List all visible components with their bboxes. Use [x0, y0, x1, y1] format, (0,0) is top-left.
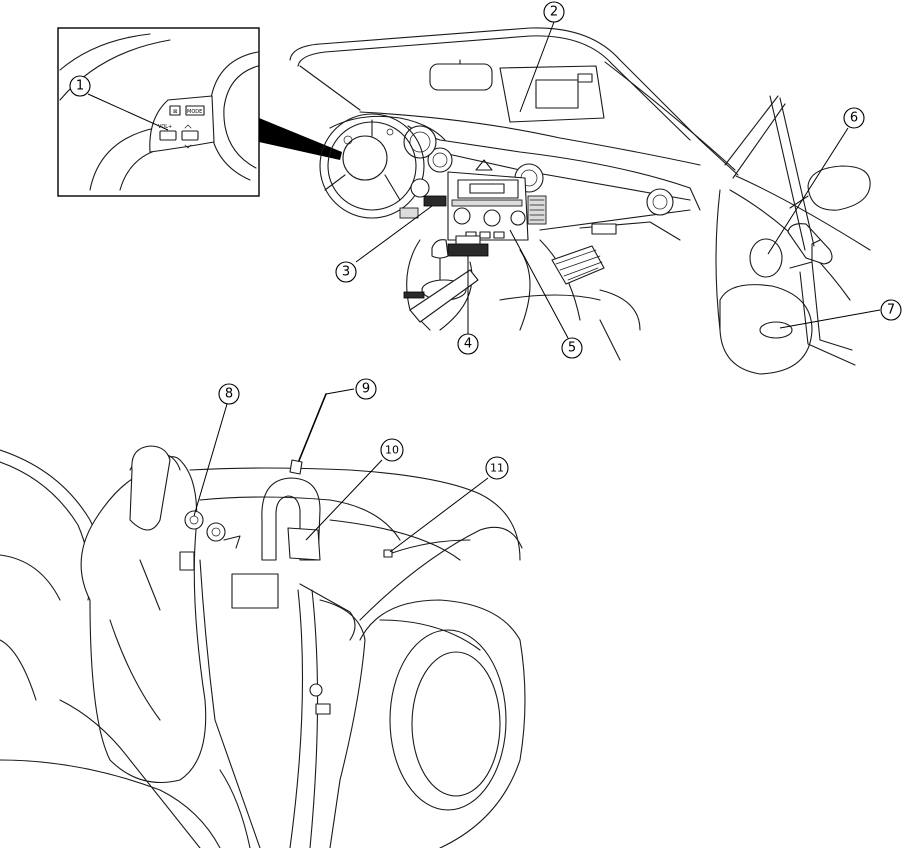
callout-2: 2	[543, 1, 565, 23]
callout-10: 10	[380, 438, 404, 462]
callout-11: 11	[485, 456, 509, 480]
mute-glyph: ⊠	[173, 109, 177, 115]
callout-10-label: 10	[385, 444, 399, 457]
callout-4-label: 4	[464, 337, 472, 352]
callout-5-label: 5	[568, 341, 576, 356]
callout-1: 1	[69, 75, 91, 97]
callout-8-label: 8	[225, 387, 233, 402]
rear-body-drawing	[0, 393, 526, 848]
mode-switch-label: MODE	[187, 109, 202, 115]
inset-steering-switch-detail: ⊠ MODE VOL+	[57, 27, 260, 197]
callout-3: 3	[335, 261, 357, 283]
callout-7: 7	[880, 299, 902, 321]
callout-9: 9	[355, 378, 377, 400]
cabin-interior-drawing	[289, 27, 871, 375]
callout-2-label: 2	[550, 5, 558, 20]
callout-6: 6	[843, 107, 865, 129]
callout-8: 8	[218, 383, 240, 405]
callout-11-label: 11	[490, 462, 504, 475]
callout-9-label: 9	[362, 382, 370, 397]
callout-5: 5	[561, 337, 583, 359]
callout-7-label: 7	[887, 303, 895, 318]
callout-3-label: 3	[342, 265, 350, 280]
callout-1-label: 1	[76, 79, 84, 94]
vol-switch-label: VOL+	[158, 124, 172, 130]
inset-pointer-wedge	[259, 118, 342, 160]
callout-4: 4	[457, 333, 479, 355]
callout-leaders	[87, 21, 881, 553]
callout-6-label: 6	[850, 111, 858, 126]
